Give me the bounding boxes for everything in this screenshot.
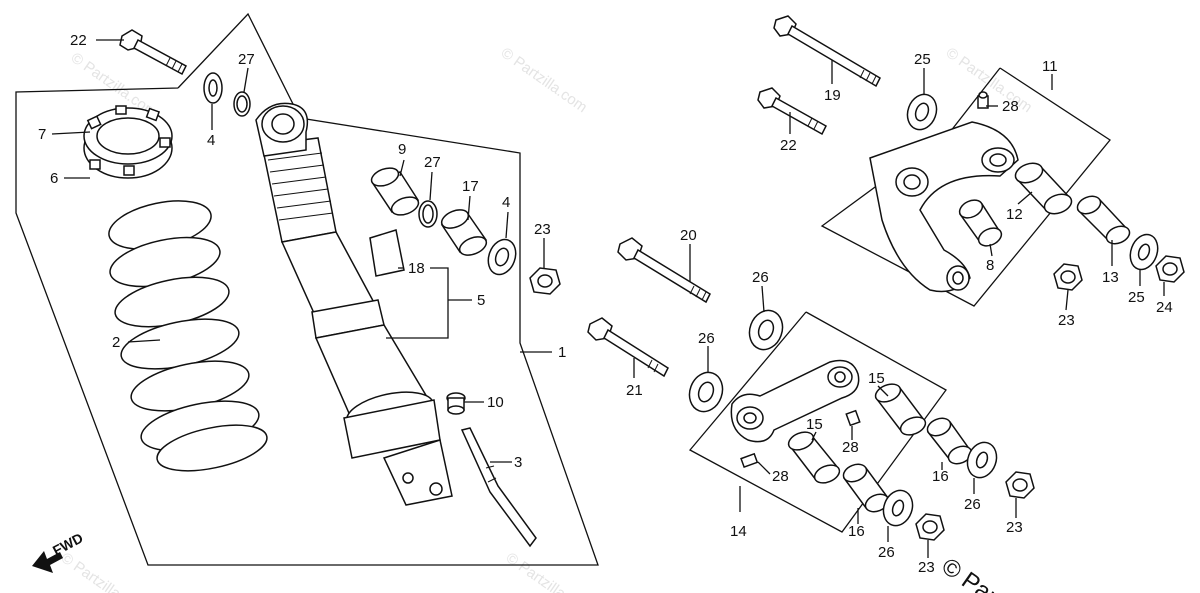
bushing-15a bbox=[874, 383, 927, 436]
callout-23: 23 bbox=[1006, 519, 1023, 536]
callout-9: 9 bbox=[398, 141, 406, 158]
callout-12: 12 bbox=[1006, 206, 1023, 223]
bolt-22b bbox=[757, 87, 827, 136]
bolt-22 bbox=[119, 29, 187, 76]
callout-27: 27 bbox=[238, 51, 255, 68]
o-ring-27b bbox=[418, 200, 438, 228]
shock-spring bbox=[108, 200, 268, 472]
breather-tube-3 bbox=[460, 427, 537, 548]
callout-2: 2 bbox=[112, 334, 120, 351]
bolt-21 bbox=[587, 317, 669, 378]
grease-fitting-28b bbox=[845, 409, 861, 427]
callout-labels: 22 27 4 7 6 9 27 17 4 23 18 5 1 2 10 3 1… bbox=[38, 32, 1173, 576]
callout-1: 1 bbox=[558, 344, 566, 361]
o-ring-27 bbox=[233, 91, 251, 117]
callout-23: 23 bbox=[534, 221, 551, 238]
callout-25: 25 bbox=[1128, 289, 1145, 306]
nut-24 bbox=[1155, 255, 1185, 283]
callout-26: 26 bbox=[964, 496, 981, 513]
callout-22: 22 bbox=[780, 137, 797, 154]
leader-lines-right bbox=[633, 60, 1165, 558]
collar-16a bbox=[926, 417, 973, 465]
bearing-26a bbox=[748, 309, 784, 351]
callout-15: 15 bbox=[868, 370, 885, 387]
callout-26: 26 bbox=[698, 330, 715, 347]
shock-assembly-boundary bbox=[15, 12, 599, 566]
callout-10: 10 bbox=[487, 394, 504, 411]
shock-damper-body bbox=[255, 102, 453, 506]
watermark: © Partzilla.com bbox=[58, 549, 151, 593]
callout-26: 26 bbox=[752, 269, 769, 286]
shock-arm-boundary bbox=[820, 67, 1111, 307]
callout-22: 22 bbox=[70, 32, 87, 49]
nut-23b bbox=[1053, 263, 1083, 291]
shock-link-boundary bbox=[688, 311, 947, 533]
callout-23: 23 bbox=[1058, 312, 1075, 329]
nut-23c bbox=[1005, 471, 1035, 499]
spring-lock-nut bbox=[83, 105, 173, 179]
nut-23a bbox=[529, 267, 561, 295]
callout-4: 4 bbox=[207, 132, 215, 149]
callout-11: 11 bbox=[1042, 58, 1058, 75]
watermark: © Partzilla.com bbox=[498, 44, 591, 116]
callout-6: 6 bbox=[50, 170, 58, 187]
callout-13: 13 bbox=[1102, 269, 1119, 286]
callout-26: 26 bbox=[878, 544, 895, 561]
callout-3: 3 bbox=[514, 454, 522, 471]
nut-23d bbox=[915, 513, 945, 541]
bearing-25a bbox=[906, 93, 938, 131]
seal-26c bbox=[966, 441, 998, 479]
callout-25: 25 bbox=[914, 51, 931, 68]
seal-25b bbox=[1129, 233, 1159, 271]
seal-26d bbox=[882, 489, 914, 527]
callout-7: 7 bbox=[38, 126, 46, 143]
callout-14: 14 bbox=[730, 523, 747, 540]
callout-19: 19 bbox=[824, 87, 841, 104]
dust-seal-4 bbox=[203, 72, 223, 104]
collar-16b bbox=[842, 463, 890, 513]
bushing-15b bbox=[787, 431, 841, 484]
watermark: © Partzilla.com bbox=[503, 549, 596, 593]
reservoir-cap-10 bbox=[446, 392, 466, 415]
callout-23: 23 bbox=[918, 559, 935, 576]
callout-28: 28 bbox=[772, 468, 789, 485]
dust-seal-4b bbox=[487, 238, 517, 276]
callout-16: 16 bbox=[932, 468, 949, 485]
bushing-8 bbox=[958, 199, 1003, 247]
callout-27: 27 bbox=[424, 154, 441, 171]
callout-8: 8 bbox=[986, 257, 994, 274]
caution-label-18 bbox=[369, 229, 405, 277]
grease-fitting-28c bbox=[740, 452, 759, 469]
callout-24: 24 bbox=[1156, 299, 1173, 316]
callout-28: 28 bbox=[842, 439, 859, 456]
bearing-26b bbox=[688, 371, 724, 413]
callout-15: 15 bbox=[806, 416, 823, 433]
bushing-12 bbox=[1014, 162, 1073, 215]
bolt-19 bbox=[773, 15, 881, 88]
collar-9 bbox=[370, 167, 420, 216]
callout-5: 5 bbox=[477, 292, 485, 309]
leader-lines-left bbox=[51, 39, 552, 463]
callout-21: 21 bbox=[626, 382, 643, 399]
bolt-20 bbox=[617, 237, 711, 304]
callout-16: 16 bbox=[848, 523, 865, 540]
collar-13 bbox=[1076, 195, 1131, 245]
callout-28: 28 bbox=[1002, 98, 1019, 115]
callout-17: 17 bbox=[462, 178, 479, 195]
corner-watermark: © Par bbox=[937, 553, 1003, 593]
callout-20: 20 bbox=[680, 227, 697, 244]
shock-link-14 bbox=[730, 359, 860, 443]
collar-17 bbox=[440, 209, 488, 256]
callout-4: 4 bbox=[502, 194, 510, 211]
callout-18: 18 bbox=[408, 260, 425, 277]
shock-arm-11 bbox=[869, 121, 1019, 293]
